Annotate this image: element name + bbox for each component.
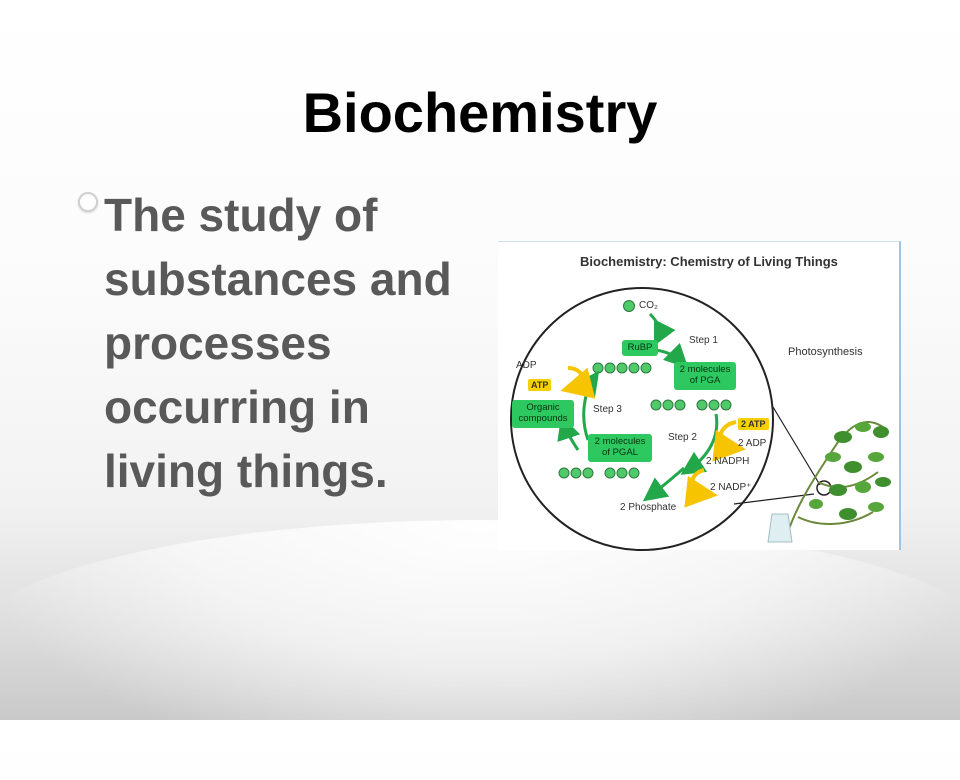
- pgal-box: 2 molecules of PGAL: [588, 434, 652, 462]
- pga-molecules: [650, 399, 732, 411]
- co2-molecule: [623, 300, 635, 312]
- rubp-molecules: [592, 362, 652, 374]
- label-co2: CO₂: [639, 300, 658, 311]
- figure-title: Biochemistry: Chemistry of Living Things: [580, 254, 838, 269]
- arrow-pga-to-pgal: [680, 413, 719, 475]
- label-adp-left: ADP: [516, 360, 537, 371]
- pgal-molecules: [558, 467, 640, 479]
- arrow-atp-left: [560, 366, 596, 399]
- bullet-text: The study of substances and processes oc…: [104, 189, 452, 497]
- label-step3: Step 3: [593, 404, 622, 415]
- label-adp-right: 2 ADP: [738, 438, 767, 449]
- arrow-rubp-to-pga: [655, 342, 689, 369]
- slide-title: Biochemistry: [302, 81, 658, 144]
- zoom-line-bottom: [733, 493, 815, 505]
- arrow-co2-to-pga: [648, 312, 676, 347]
- label-nadp: 2 NADP⁺: [710, 482, 752, 493]
- atp-right-burst: 2 ATP: [738, 418, 769, 430]
- label-phosphate: 2 Phosphate: [620, 502, 677, 513]
- label-photosynthesis: Photosynthesis: [788, 346, 863, 358]
- arrow-atp-right: [712, 420, 746, 462]
- pga-box: 2 molecules of PGA: [674, 362, 736, 390]
- label-step1: Step 1: [689, 335, 718, 346]
- plant-illustration: [767, 421, 891, 543]
- arrow-nadph: [684, 468, 718, 508]
- calvin-cycle-figure: Biochemistry: Chemistry of Living Things…: [498, 241, 901, 551]
- bullet-icon: [78, 192, 98, 212]
- label-nadph: 2 NADPH: [706, 456, 750, 467]
- figure-graphics: [510, 287, 891, 551]
- arrow-to-phosphate: [642, 466, 685, 502]
- atp-left-burst: ATP: [528, 379, 552, 391]
- zoom-line-top: [772, 406, 821, 486]
- organic-box: Organic compounds: [512, 400, 574, 428]
- rubp-box: RuBP: [622, 340, 658, 356]
- label-step2: Step 2: [668, 432, 697, 443]
- background-swoosh: [0, 520, 960, 780]
